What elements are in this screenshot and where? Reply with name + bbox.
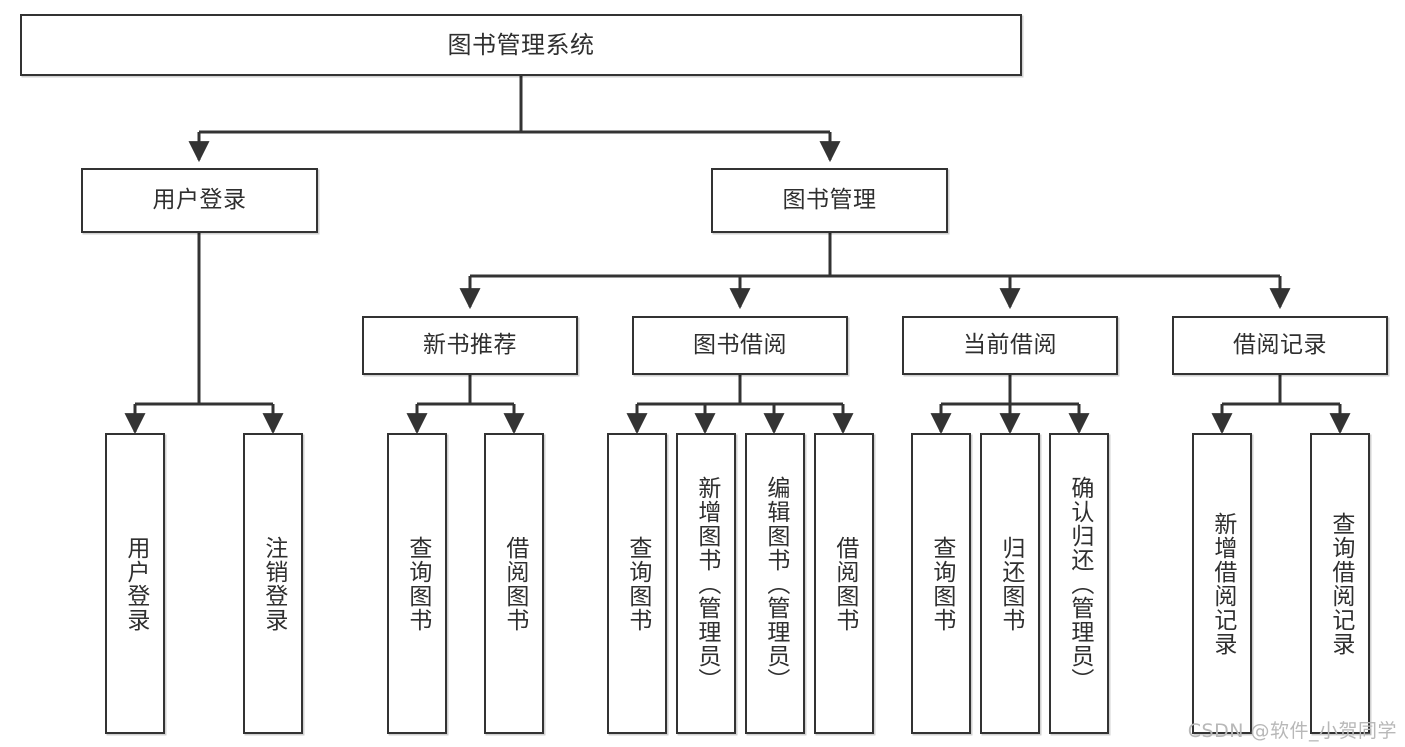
node-label: 注销登录 xyxy=(260,535,287,632)
node-new-book-recommend[interactable]: 新书推荐 xyxy=(362,316,578,375)
node-label: 当前借阅 xyxy=(963,331,1057,358)
node-label: 借阅记录 xyxy=(1233,331,1327,358)
node-label: 查询图书 xyxy=(624,535,651,632)
node-label: 查询图书 xyxy=(404,535,431,632)
node-leaf-add-borrow-record[interactable]: 新增借阅记录 xyxy=(1192,433,1252,734)
node-leaf-query-book-current[interactable]: 查询图书 xyxy=(911,433,971,734)
node-leaf-query-book-borrow[interactable]: 查询图书 xyxy=(607,433,667,734)
node-label: 确认归还（管理员） xyxy=(1066,475,1093,692)
node-label: 借阅图书 xyxy=(501,535,528,632)
node-borrow-record[interactable]: 借阅记录 xyxy=(1172,316,1388,375)
node-label: 图书管理 xyxy=(782,186,877,213)
node-label: 新书推荐 xyxy=(423,331,517,358)
node-label: 借阅图书 xyxy=(831,535,858,632)
node-leaf-borrow-book[interactable]: 借阅图书 xyxy=(814,433,874,734)
csdn-watermark: CSDN @软件_小贺同学 xyxy=(1187,720,1397,742)
node-label: 图书借阅 xyxy=(693,331,787,358)
node-book-borrow[interactable]: 图书借阅 xyxy=(632,316,848,375)
node-leaf-user-login[interactable]: 用户登录 xyxy=(105,433,165,734)
node-leaf-add-book-admin[interactable]: 新增图书（管理员） xyxy=(676,433,736,734)
node-label: 查询借阅记录 xyxy=(1327,511,1354,656)
node-label: 用户登录 xyxy=(122,535,149,632)
node-leaf-query-book-recommend[interactable]: 查询图书 xyxy=(387,433,447,734)
node-leaf-borrow-book-recommend[interactable]: 借阅图书 xyxy=(484,433,544,734)
node-leaf-edit-book-admin[interactable]: 编辑图书（管理员） xyxy=(745,433,805,734)
node-current-borrow[interactable]: 当前借阅 xyxy=(902,316,1118,375)
node-leaf-return-book[interactable]: 归还图书 xyxy=(980,433,1040,734)
node-book-management[interactable]: 图书管理 xyxy=(711,168,948,233)
node-user-login[interactable]: 用户登录 xyxy=(81,168,318,233)
node-leaf-logout[interactable]: 注销登录 xyxy=(243,433,303,734)
node-leaf-confirm-return-admin[interactable]: 确认归还（管理员） xyxy=(1049,433,1109,734)
node-label: 归还图书 xyxy=(997,535,1024,632)
node-label: 图书管理系统 xyxy=(447,30,595,59)
node-root-book-management-system[interactable]: 图书管理系统 xyxy=(20,14,1022,76)
node-label: 编辑图书（管理员） xyxy=(762,475,789,692)
node-label: 查询图书 xyxy=(928,535,955,632)
node-label: 用户登录 xyxy=(152,186,247,213)
node-label: 新增借阅记录 xyxy=(1209,511,1236,656)
node-leaf-query-borrow-record[interactable]: 查询借阅记录 xyxy=(1310,433,1370,734)
node-label: 新增图书（管理员） xyxy=(693,475,720,692)
